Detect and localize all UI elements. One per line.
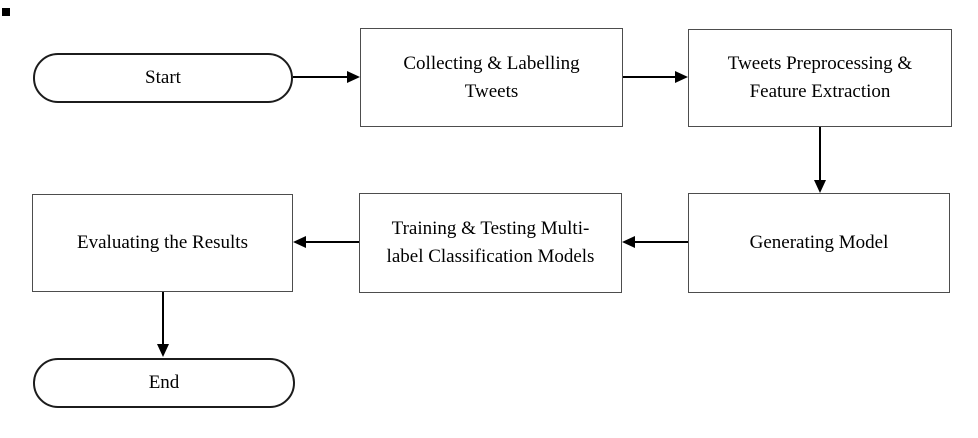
node-generating-model: Generating Model [688,193,950,293]
arrow-evaluating-to-end-shaft [162,292,164,345]
node-collecting-label-line2: Tweets [464,80,519,102]
node-collecting-labelling-tweets: Collecting & Labelling Tweets [360,28,623,127]
arrow-collecting-to-preprocessing-shaft [623,76,676,78]
corner-artifact-mark [2,8,10,16]
node-end: End [33,358,295,408]
arrow-start-to-collecting-shaft [293,76,348,78]
node-start-label: Start [145,67,181,88]
arrow-generating-to-training-shaft [634,241,688,243]
node-evaluating-results: Evaluating the Results [32,194,293,292]
arrow-preprocessing-to-generating-head-icon [814,180,826,193]
arrow-training-to-evaluating-head-icon [293,236,306,248]
node-end-label: End [148,372,180,393]
node-preprocessing-label-line2: Feature Extraction [749,81,891,102]
node-tweets-preprocessing-feature-extraction: Tweets Preprocessing & Feature Extractio… [688,29,952,127]
node-training-testing-multilabel-models: Training & Testing Multi- label Classifi… [359,193,622,293]
arrow-training-to-evaluating-shaft [305,241,359,243]
node-start: Start [33,53,293,103]
arrow-generating-to-training-head-icon [622,236,635,248]
arrow-collecting-to-preprocessing-head-icon [675,71,688,83]
arrow-evaluating-to-end-head-icon [157,344,169,357]
node-collecting-label-line1: Collecting & Labelling [403,52,580,74]
node-preprocessing-label-line1: Tweets Preprocessing & [727,53,913,74]
arrow-start-to-collecting-head-icon [347,71,360,83]
arrow-preprocessing-to-generating-shaft [819,127,821,181]
node-training-label-line1: Training & Testing Multi- [391,218,590,239]
node-evaluating-label: Evaluating the Results [77,232,248,253]
node-training-label-line2: label Classification Models [386,246,595,267]
node-generating-label: Generating Model [749,232,889,253]
